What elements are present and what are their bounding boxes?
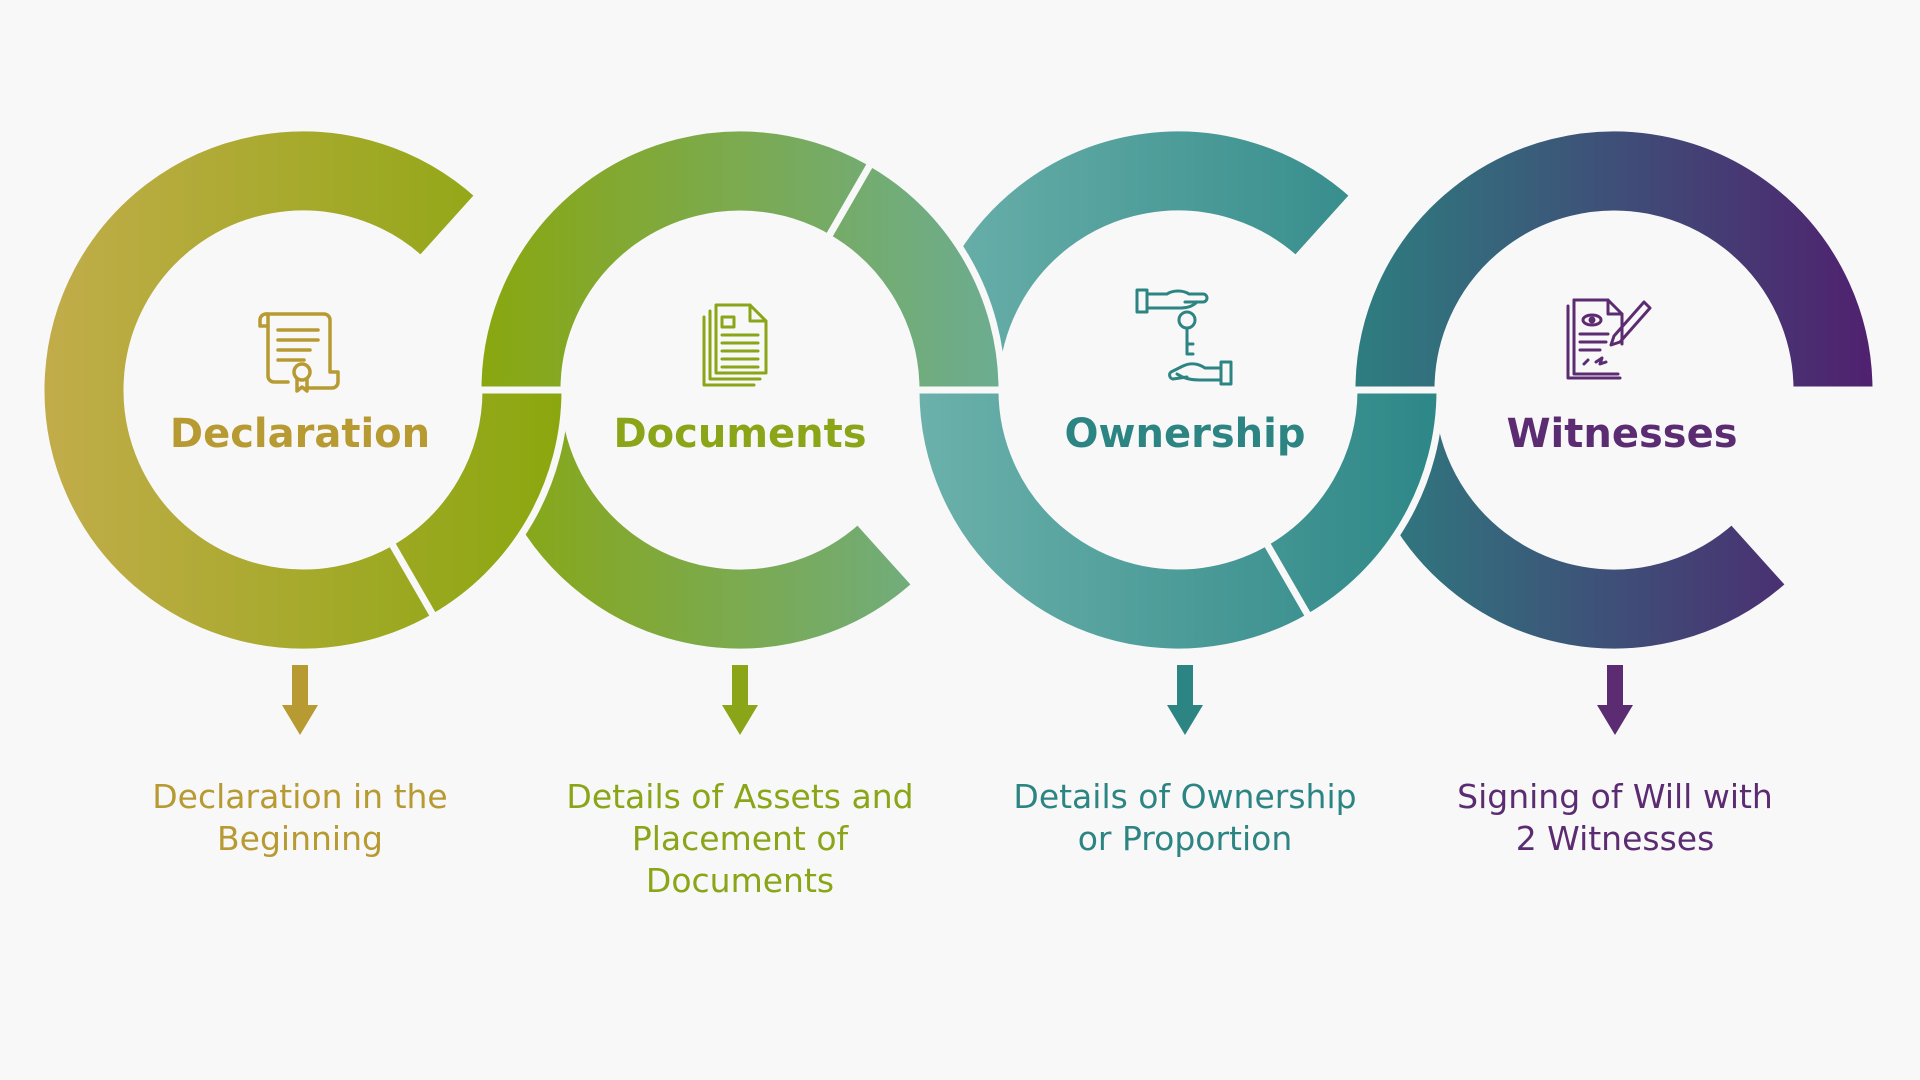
step-title-ownership: Ownership — [1065, 411, 1306, 457]
down-arrow-icon — [722, 665, 758, 735]
ring-overlap-declaration — [387, 386, 569, 621]
description-line: Details of Assets and — [566, 777, 913, 816]
description-line: Documents — [646, 861, 834, 900]
description-line: Details of Ownership — [1013, 777, 1356, 816]
ring-overlap-ownership — [1262, 386, 1444, 621]
description-line: Declaration in the — [152, 777, 447, 816]
signed-document-icon — [1566, 298, 1652, 380]
scroll-certificate-icon — [258, 312, 340, 393]
description-line: or Proportion — [1078, 819, 1293, 858]
rings — [37, 124, 1880, 656]
description-line: 2 Witnesses — [1516, 819, 1715, 858]
description-line: Beginning — [217, 819, 383, 858]
description-line: Placement of — [632, 819, 850, 858]
ring-overlap-documents — [824, 159, 1006, 394]
down-arrow-icon — [282, 665, 318, 735]
key-handover-icon — [1135, 288, 1233, 386]
down-arrow-icon — [1167, 665, 1203, 735]
step-title-declaration: Declaration — [170, 411, 430, 457]
icons — [258, 288, 1652, 393]
down-arrow-icon — [1597, 665, 1633, 735]
description-line: Signing of Will with — [1457, 777, 1773, 816]
step-title-documents: Documents — [613, 411, 866, 457]
step-title-witnesses: Witnesses — [1506, 411, 1737, 457]
documents-icon — [702, 303, 768, 387]
ring-witnesses — [1348, 124, 1880, 656]
